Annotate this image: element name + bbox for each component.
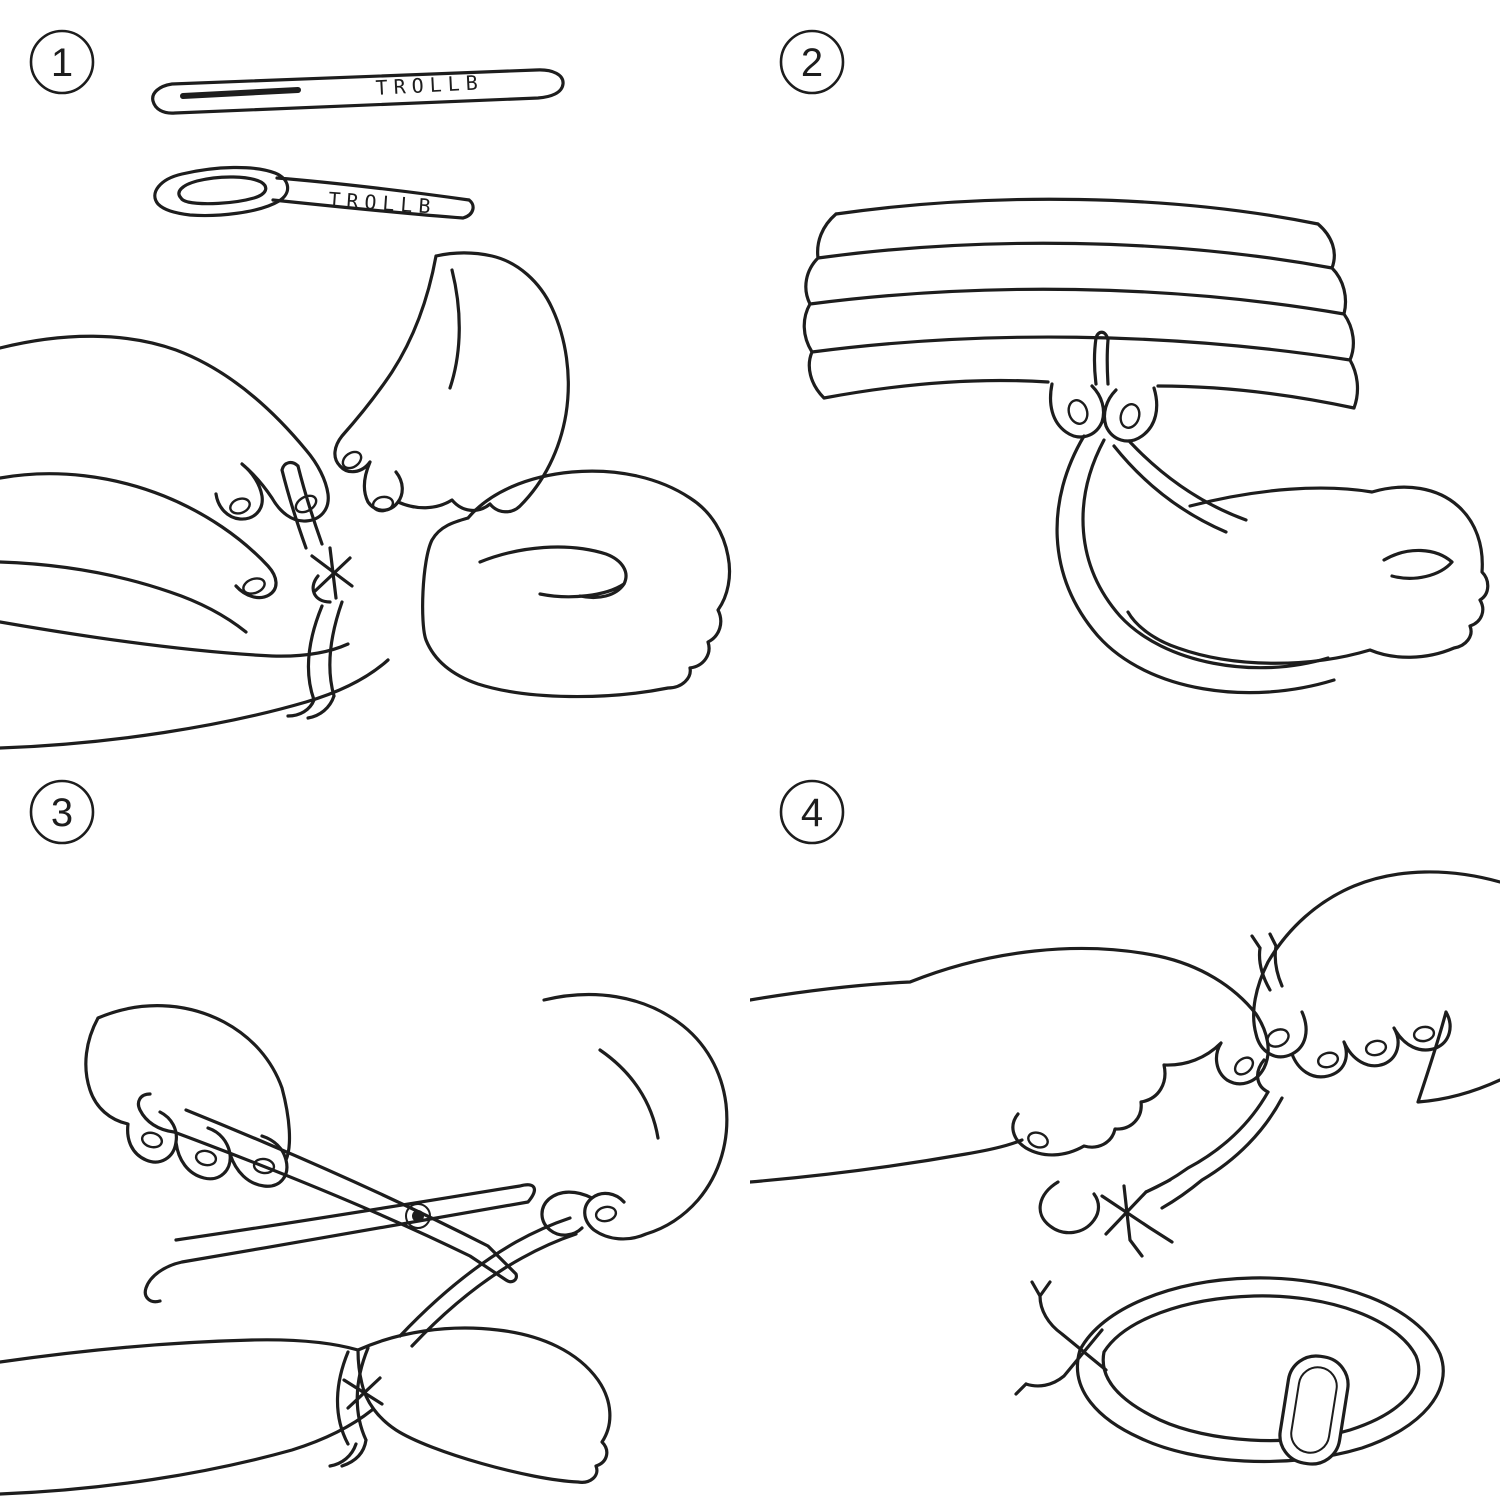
step-number: 4 xyxy=(801,791,823,835)
scissors-blades-and-handles xyxy=(136,1092,537,1304)
cord-being-cut xyxy=(398,1216,578,1348)
cord-end-between-thumbs xyxy=(1092,330,1110,386)
step-number: 3 xyxy=(51,791,73,835)
fingernail xyxy=(194,1149,218,1167)
bracelet-knot xyxy=(1014,1280,1108,1396)
fingernail xyxy=(229,497,251,515)
wrist-cord-and-knot xyxy=(280,460,354,720)
step-3-panel: 3 xyxy=(0,750,750,1500)
upper-hand-outline xyxy=(333,251,570,514)
bracelet-bead-inner-line xyxy=(1290,1366,1338,1454)
interlaced-fingers xyxy=(802,197,1360,410)
left-fist-with-index-finger xyxy=(750,946,1270,1184)
thumbnail xyxy=(1067,399,1089,425)
step-3-number-badge: 3 xyxy=(29,779,95,845)
gripping-thumbs xyxy=(1048,382,1159,443)
thumbnail xyxy=(242,577,266,595)
step-number-circle xyxy=(29,779,95,845)
thumbnail xyxy=(1119,403,1141,429)
knotted-cord-end-piece xyxy=(1038,1178,1174,1258)
step-number-circle xyxy=(779,779,845,845)
cord-loop-around-wrist xyxy=(1055,434,1336,695)
fist-hand-outline xyxy=(356,1326,612,1484)
fingernail xyxy=(371,495,395,513)
scissors-pivot-ring xyxy=(405,1203,431,1229)
scissor-holding-hand xyxy=(84,1004,292,1188)
step-2-panel: 2 xyxy=(750,0,1500,750)
step-1-illustration: 1 TROLLB TROLLB xyxy=(0,29,732,750)
cord-pinching-hand xyxy=(540,992,729,1241)
bracelet-bead xyxy=(1278,1354,1350,1466)
knot-cord-ends xyxy=(1250,932,1284,1094)
step-number-circle xyxy=(29,29,95,95)
forearm-outline xyxy=(0,1338,374,1496)
step-2-illustration: 2 xyxy=(779,29,1490,695)
fingernail xyxy=(252,1157,276,1175)
fingernail xyxy=(140,1131,164,1149)
fingernail xyxy=(1364,1039,1388,1057)
step-number: 1 xyxy=(51,41,73,85)
cord-hanging-down xyxy=(1144,1090,1284,1210)
step-number-circle xyxy=(779,29,845,95)
cord-dark-stripe xyxy=(180,87,301,99)
fingernail xyxy=(1233,1056,1255,1076)
step-3-illustration: 3 xyxy=(0,779,729,1496)
fingernail xyxy=(1412,1025,1436,1043)
step-1-panel: 1 TROLLB TROLLB xyxy=(0,0,750,750)
step-1-number-badge: 1 xyxy=(29,29,95,95)
scissors-pivot-screw xyxy=(412,1210,424,1222)
fingernail xyxy=(1316,1051,1340,1069)
finished-bracelet-loop xyxy=(1075,1276,1445,1464)
wrist-arm-and-fist xyxy=(1126,485,1490,665)
thumbnail xyxy=(1027,1131,1049,1149)
fingernail xyxy=(594,1205,618,1223)
step-2-number-badge: 2 xyxy=(779,29,845,95)
left-hand-outline xyxy=(0,334,330,634)
fingernail xyxy=(341,450,363,470)
fist-hand-outline xyxy=(421,469,732,699)
flat-leather-cord-outline xyxy=(151,68,565,115)
right-tying-hand xyxy=(1252,870,1500,1104)
forearm-outline xyxy=(0,620,390,750)
cord-brand-label-top: TROLLB xyxy=(375,70,484,100)
wrist-cord-and-knot xyxy=(328,1346,384,1468)
step-4-number-badge: 4 xyxy=(779,779,845,845)
step-4-panel: 4 xyxy=(750,750,1500,1500)
clasp-cord-outline xyxy=(153,165,475,220)
step-number: 2 xyxy=(801,41,823,85)
step-4-illustration: 4 xyxy=(750,779,1500,1466)
